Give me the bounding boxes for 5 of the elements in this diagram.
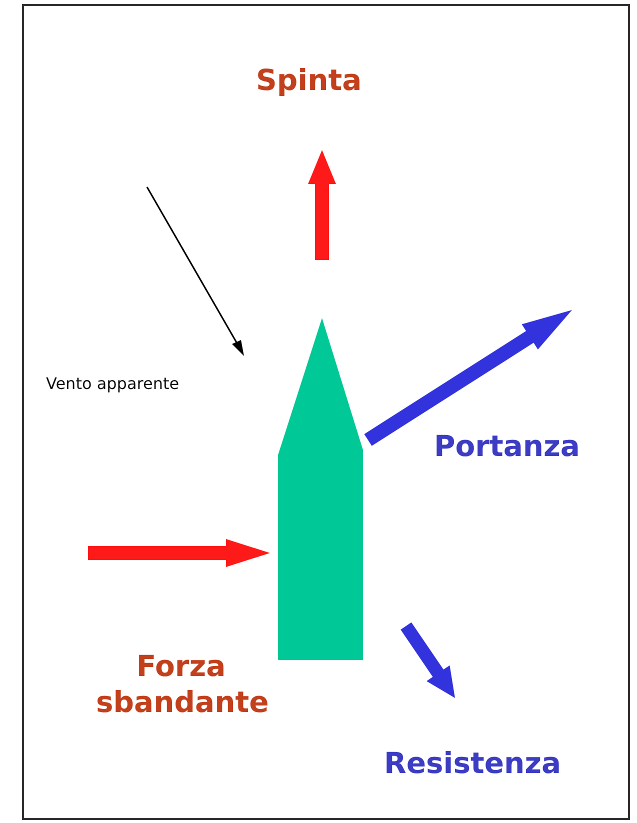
force-label: Resistenza xyxy=(384,745,562,782)
force-label: Forza sbandante xyxy=(96,648,266,720)
force-label: Vento apparente xyxy=(46,374,180,394)
force-label: Portanza xyxy=(434,428,580,464)
force-label: Spinta xyxy=(256,62,362,98)
